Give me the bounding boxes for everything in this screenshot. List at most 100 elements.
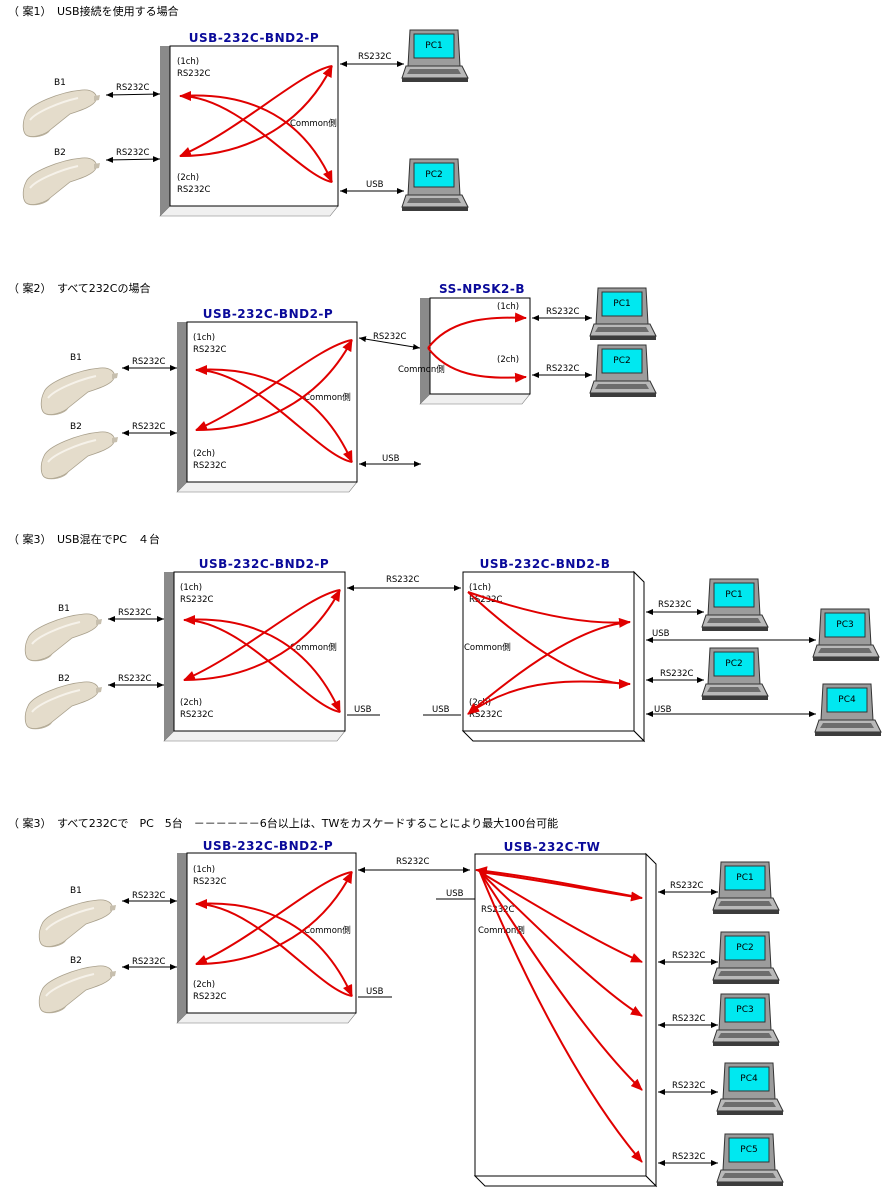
ch2-label: (2ch) — [193, 980, 215, 990]
device2-title: USB-232C-BND2-B — [480, 557, 611, 571]
link-b2-label: RS232C — [132, 422, 166, 432]
link-pc1-label: RS232C — [658, 600, 692, 610]
device-box: USB-232C-BND2-P (1ch) RS232C (2ch) RS232… — [163, 557, 346, 742]
barcode-scanner-icon — [38, 964, 117, 1014]
device2-box: SS-NPSK2-B (1ch) (2ch) Common側 — [398, 282, 531, 405]
red-arrow — [479, 871, 643, 1017]
link-pc-label: RS232C — [670, 881, 704, 891]
link-line — [358, 336, 421, 350]
ch1-label: (1ch) — [177, 57, 199, 67]
section-3-title: （ 案3） USB混在でPC ４台 — [8, 532, 160, 546]
device-title: USB-232C-BND2-P — [189, 31, 319, 45]
link-pc2-label: RS232C — [660, 669, 694, 679]
common-label: Common側 — [290, 642, 337, 653]
scanner-b2-label: B2 — [70, 956, 82, 966]
computer-icon — [401, 158, 469, 212]
ch2-sub-label: RS232C — [193, 992, 227, 1002]
common-label: Common側 — [290, 118, 337, 129]
barcode-scanner-icon — [24, 680, 103, 730]
red-arrow — [183, 618, 341, 713]
link-b2-label: RS232C — [116, 148, 150, 158]
ch1-label: (1ch) — [180, 583, 202, 593]
link-usb-tw-label: USB — [446, 889, 464, 899]
section-1: （ 案1） USB接続を使用する場合 USB-232C-BND2-P (1ch)… — [8, 4, 469, 217]
device2-box: USB-232C-BND2-B (1ch) RS232C (2ch) RS232… — [461, 557, 646, 743]
ch2-label: (2ch) — [193, 449, 215, 459]
d2-ch2-label: (2ch) — [497, 355, 519, 365]
red-arrow — [179, 94, 333, 183]
red-arrow — [179, 65, 333, 157]
d2-ch1-label: (1ch) — [469, 583, 491, 593]
section-3: （ 案3） USB混在でPC ４台 USB-232C-BND2-P (1ch) … — [8, 532, 882, 743]
link-mid-label: RS232C — [396, 857, 430, 867]
link-mid-label: RS232C — [373, 332, 407, 342]
ch2-sub-label: RS232C — [180, 710, 214, 720]
ch2-label: (2ch) — [177, 173, 199, 183]
barcode-scanner-icon — [40, 366, 119, 416]
ch1-sub-label: RS232C — [177, 69, 211, 79]
link-line — [105, 91, 161, 98]
red-arrow — [427, 347, 527, 383]
device-box: USB-232C-BND2-P (1ch) RS232C (2ch) RS232… — [176, 307, 358, 493]
pc-label: PC1 — [736, 873, 753, 883]
red-arrow — [427, 312, 527, 349]
barcode-scanner-icon — [40, 430, 119, 480]
computer-icon — [716, 1133, 784, 1187]
link-pc2-label: RS232C — [546, 364, 580, 374]
barcode-scanner-icon — [38, 898, 117, 948]
ch2-sub-label: RS232C — [193, 461, 227, 471]
link-b2-label: RS232C — [118, 674, 152, 684]
computer-icon — [716, 1062, 784, 1116]
pc-label: PC2 — [736, 943, 753, 953]
common-label: Common側 — [304, 392, 351, 403]
pc1-label: PC1 — [425, 41, 442, 51]
red-arrow — [195, 368, 353, 463]
pc2-label: PC2 — [425, 170, 442, 180]
red-arrow — [479, 871, 643, 963]
link-pc1-label: RS232C — [546, 307, 580, 317]
red-arrow — [179, 65, 333, 157]
pc1-label: PC1 — [725, 590, 742, 600]
red-arrow — [183, 589, 341, 681]
link-b1-label: RS232C — [132, 357, 166, 367]
d2-ch1-sub-label: RS232C — [469, 595, 503, 605]
device-title: USB-232C-BND2-P — [199, 557, 329, 571]
d2-sub-label: RS232C — [481, 905, 515, 915]
red-arrow — [195, 339, 353, 431]
computer-icon — [701, 578, 769, 632]
red-arrow — [475, 866, 643, 899]
d2-common-label: Common側 — [478, 925, 525, 936]
link-mid-label: RS232C — [386, 575, 420, 585]
computer-icon — [712, 861, 780, 915]
red-arrow — [183, 589, 341, 681]
scanner-b2-label: B2 — [70, 422, 82, 432]
ch1-label: (1ch) — [193, 333, 215, 343]
d2-ch1-label: (1ch) — [497, 302, 519, 312]
device-box: USB-232C-BND2-P (1ch) RS232C (2ch) RS232… — [159, 31, 339, 217]
link-pc1-label: RS232C — [358, 52, 392, 62]
section-2: （ 案2） すべて232Cの場合 USB-232C-BND2-P (1ch) R… — [8, 281, 657, 493]
pc2-label: PC2 — [613, 356, 630, 366]
barcode-scanner-icon — [22, 156, 101, 206]
ch1-sub-label: RS232C — [193, 345, 227, 355]
link-pc-label: RS232C — [672, 1014, 706, 1024]
device-title: USB-232C-BND2-P — [203, 839, 333, 853]
red-arrow — [467, 621, 631, 715]
red-arrow — [467, 591, 631, 628]
computer-icon — [589, 344, 657, 398]
link-b1-label: RS232C — [132, 891, 166, 901]
computer-icon — [814, 683, 882, 737]
link-b1-label: RS232C — [116, 83, 150, 93]
pc2-label: PC2 — [725, 659, 742, 669]
pc-label: PC4 — [740, 1074, 758, 1084]
pc3-label: PC3 — [836, 620, 853, 630]
link-pc-label: RS232C — [672, 951, 706, 961]
device2-title: USB-232C-TW — [504, 840, 601, 854]
computer-icon — [712, 993, 780, 1047]
scanner-b1-label: B1 — [70, 886, 82, 896]
common-label: Common側 — [304, 925, 351, 936]
link-usb-right-label: USB — [432, 705, 450, 715]
d2-common-label: Common側 — [464, 642, 511, 653]
ch1-label: (1ch) — [193, 865, 215, 875]
ch2-label: (2ch) — [180, 698, 202, 708]
